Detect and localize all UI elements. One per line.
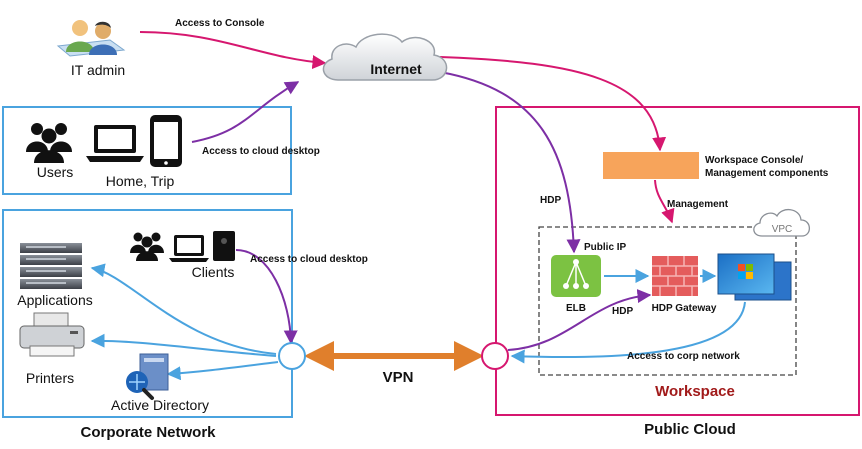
public-ip-label: Public IP [584, 242, 627, 253]
clients-access-cloud-desktop-label: Access to cloud desktop [250, 254, 368, 265]
home-to-internet-arrow [191, 81, 300, 143]
clients-label: Clients [192, 264, 235, 280]
public-cloud-box [495, 106, 860, 416]
cloud-desktops-icon [717, 253, 792, 301]
hdp-gateway-firewall-icon [652, 256, 698, 296]
users-label: Users [37, 164, 74, 180]
public-cloud-title: Public Cloud [644, 421, 736, 438]
active-directory-icon [126, 353, 169, 400]
vpn-label: VPN [383, 369, 414, 386]
hdp-label-upper: HDP [540, 195, 561, 206]
internet-cloud-icon [322, 33, 448, 81]
it-admin-to-internet-arrow [139, 31, 327, 70]
access-to-console-label: Access to Console [175, 18, 265, 29]
home-trip-box [2, 106, 292, 195]
internet-to-elb-arrow [439, 71, 581, 254]
corporate-vpn-node [278, 342, 306, 370]
phone-icon [150, 115, 182, 167]
printer-icon [19, 312, 85, 357]
vpc-label: VPC [772, 224, 793, 235]
workspace-vpn-node [481, 342, 509, 370]
clients-laptop-icon [169, 235, 209, 262]
active-directory-label: Active Directory [111, 397, 209, 413]
clients-users-icon [130, 232, 164, 261]
elb-label: ELB [566, 303, 586, 314]
applications-label: Applications [17, 292, 93, 308]
internet-to-console-arrow [439, 56, 667, 152]
it-admin-icon [56, 20, 126, 57]
internet-label: Internet [370, 61, 422, 77]
thin-client-icon [213, 231, 235, 261]
access-to-corp-network-label: Access to corp network [627, 351, 740, 362]
management-components-label: Management components [705, 168, 829, 179]
workspace-node-to-gateway-arrow [507, 289, 652, 351]
vpc-cloud-icon [753, 209, 811, 237]
workspace-console-bar [603, 152, 699, 179]
management-label: Management [667, 199, 729, 210]
applications-server-icon [20, 243, 82, 289]
users-icon [26, 123, 72, 163]
home-trip-label: Home, Trip [106, 173, 175, 189]
home-access-cloud-desktop-label: Access to cloud desktop [202, 146, 320, 157]
workspace-label: Workspace [655, 383, 735, 400]
hdp-gateway-label: HDP Gateway [652, 303, 717, 314]
workspace-console-label: Workspace Console/ [705, 155, 803, 166]
elb-icon [551, 255, 601, 297]
laptop-icon [86, 125, 144, 162]
corp-to-printers-arrow [90, 333, 277, 357]
vpc-dashed-box [538, 226, 797, 376]
corporate-network-title: Corporate Network [80, 424, 216, 441]
clients-to-corp-node-arrow [235, 249, 298, 345]
management-arrow [654, 179, 675, 224]
windows-logo-icon [738, 264, 753, 279]
hdp-label-lower: HDP [612, 306, 633, 317]
corp-to-ad-arrow [166, 361, 279, 381]
printers-label: Printers [26, 370, 74, 386]
corp-to-applications-arrow [90, 263, 277, 355]
corporate-network-box [2, 209, 293, 418]
it-admin-label: IT admin [71, 62, 125, 78]
desktop-to-workspace-node-arrow [510, 301, 746, 364]
